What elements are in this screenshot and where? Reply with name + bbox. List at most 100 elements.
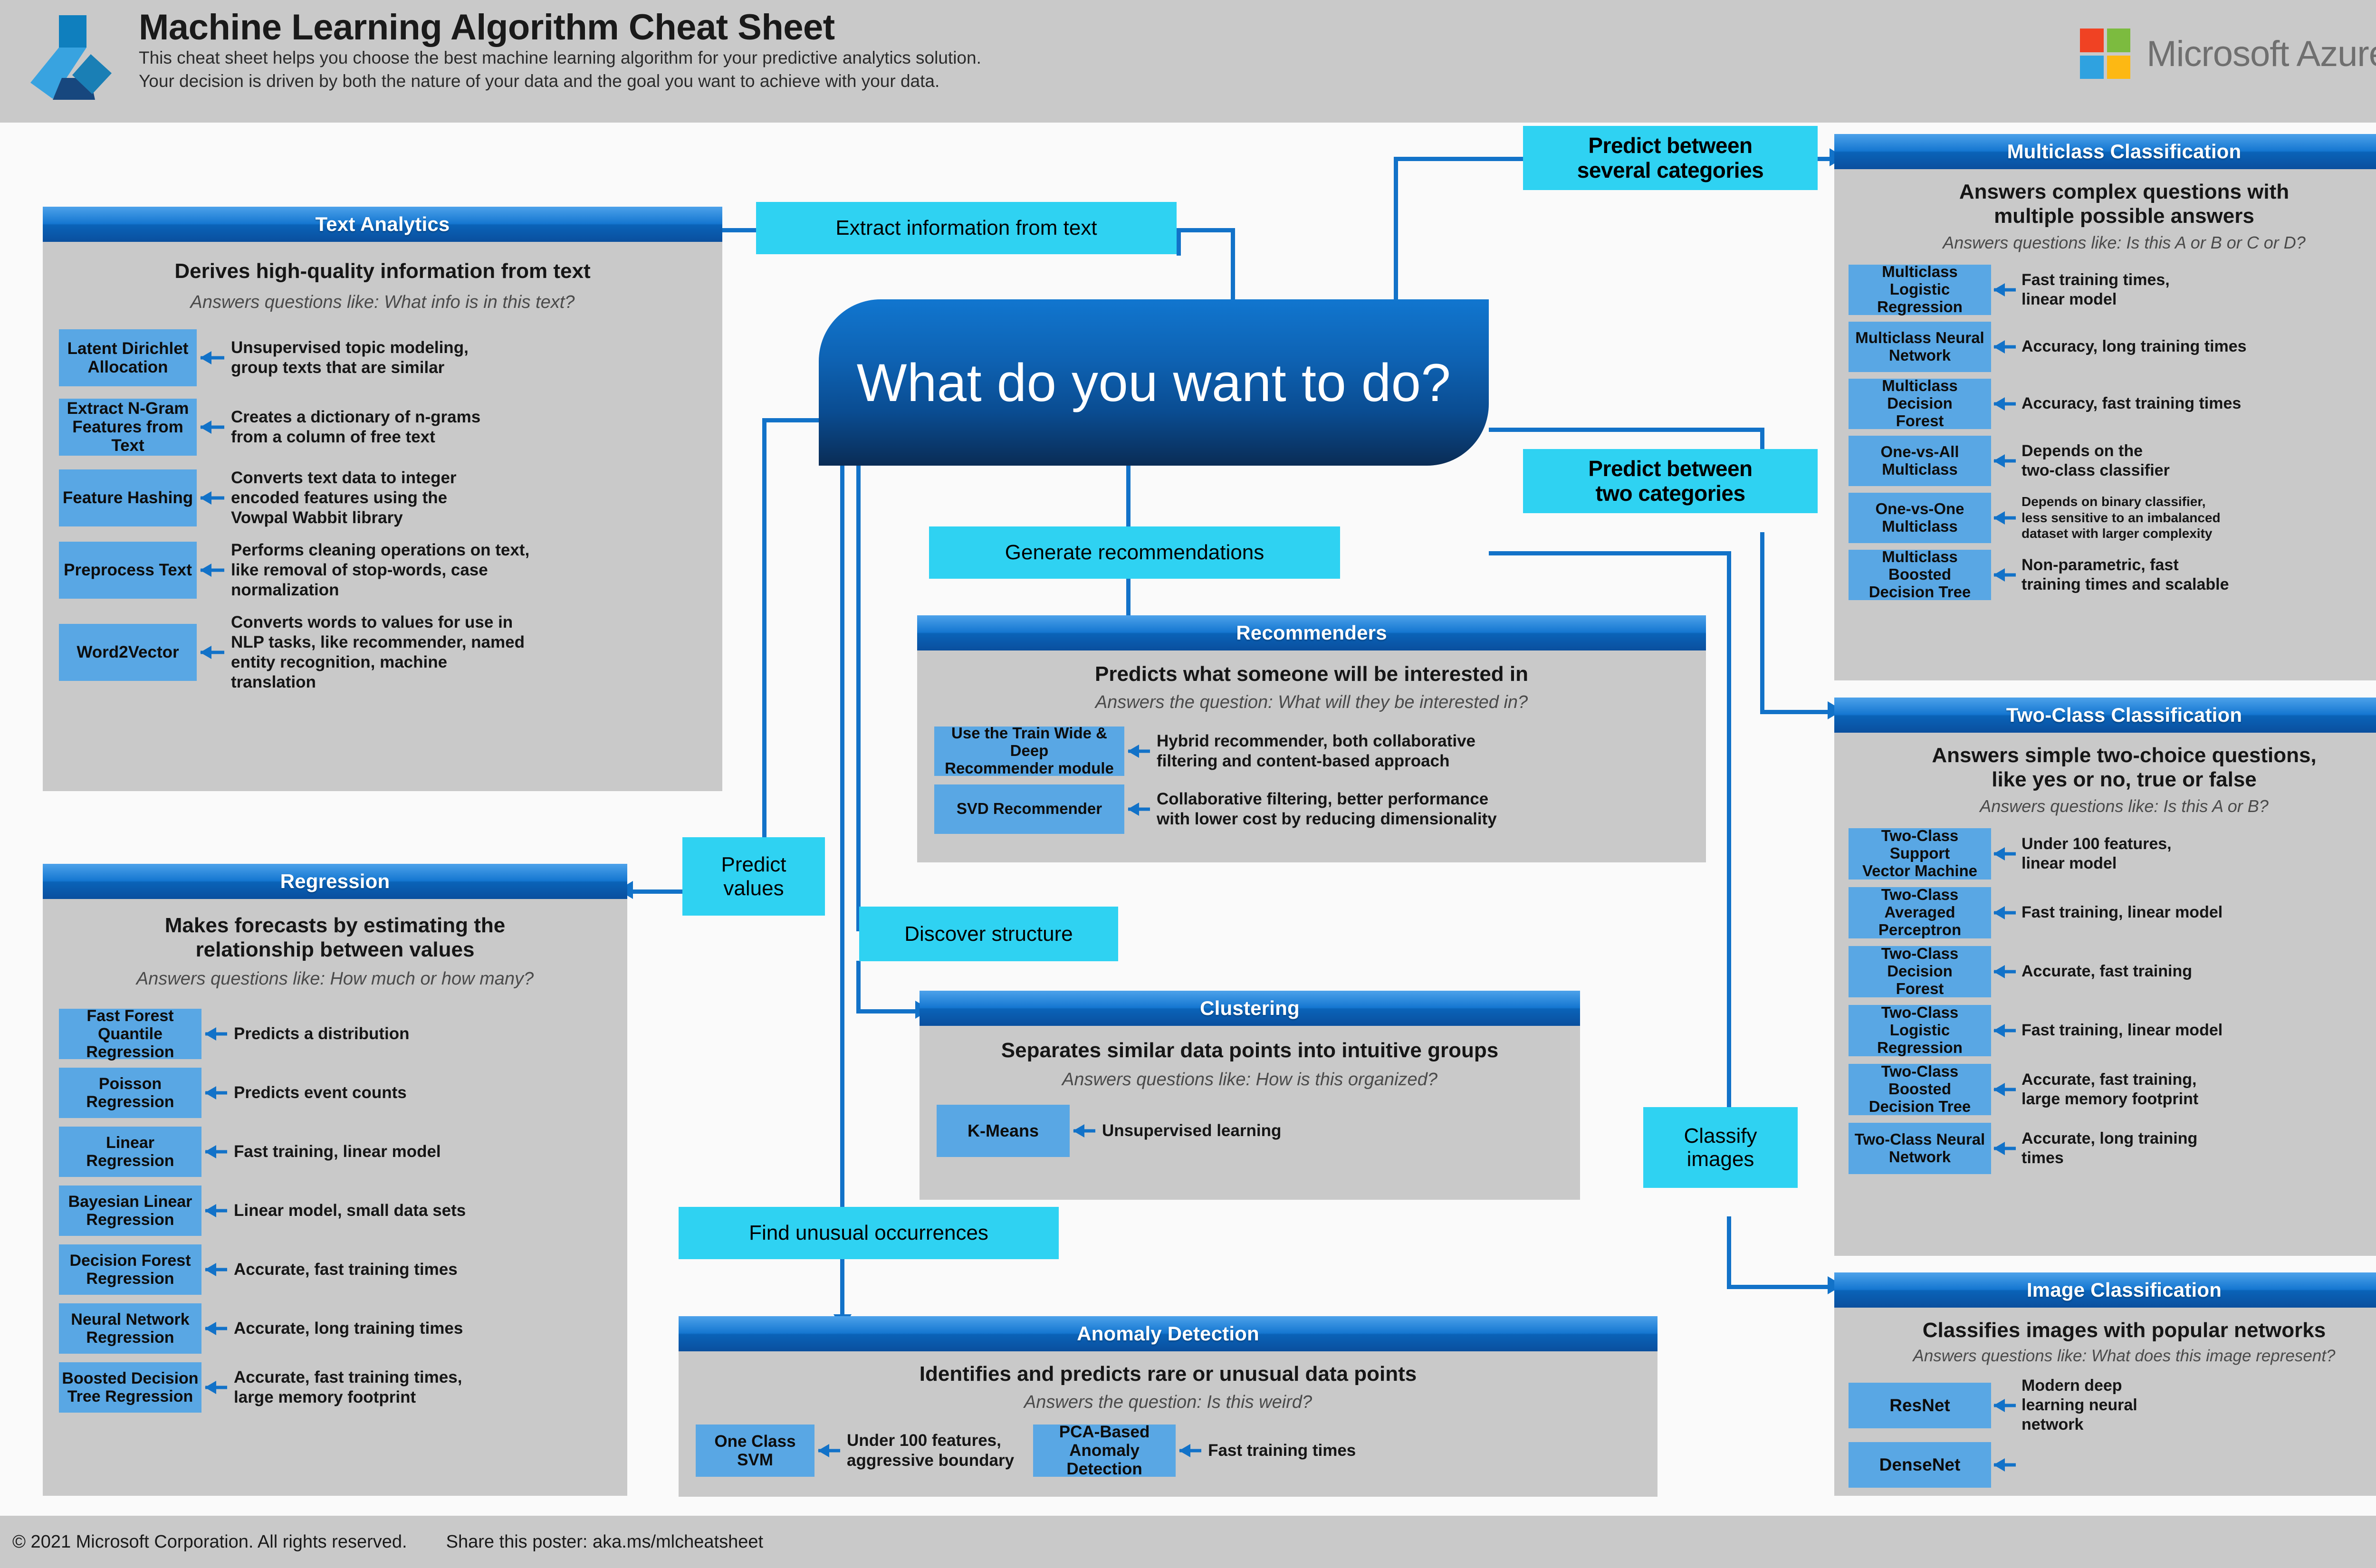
algorithm-row: Word2Vector Converts words to values for…: [43, 612, 722, 692]
hub-question-box[interactable]: What do you want to do?: [819, 299, 1489, 466]
algorithm-row: Poisson Regression Predicts event counts: [43, 1067, 627, 1118]
algorithm-box[interactable]: Feature Hashing: [59, 469, 197, 526]
panel-question: Answers questions like: Is this A or B o…: [1943, 233, 2306, 253]
decision-predict-values[interactable]: Predict values: [682, 837, 825, 916]
connector-unusual-to-anomaly-v: [840, 1259, 844, 1326]
panel-two-class-classification: Two-Class Classification Answers simple …: [1834, 698, 2376, 1256]
algorithm-name: One-vs-One Multiclass: [1875, 499, 1964, 535]
panel-recommenders: Recommenders Predicts what someone will …: [917, 615, 1706, 862]
algorithm-box[interactable]: PCA-Based Anomaly Detection: [1033, 1423, 1176, 1478]
connector-extract-text-to-textanalytics: [717, 228, 764, 232]
algorithm-box[interactable]: Multiclass Boosted Decision Tree: [1849, 548, 1991, 601]
page-footer: © 2021 Microsoft Corporation. All rights…: [0, 1516, 2376, 1568]
decision-extract-information-from-text[interactable]: Extract information from text: [756, 202, 1177, 254]
algorithm-box[interactable]: One-vs-All Multiclass: [1849, 435, 1991, 486]
connector-hub-to-classify-h: [1489, 551, 1731, 555]
decision-discover-structure[interactable]: Discover structure: [859, 907, 1118, 961]
algorithm-note: Accurate, fast training: [2022, 962, 2192, 981]
algorithm-box[interactable]: K-Means: [937, 1104, 1070, 1157]
algorithm-name: Multiclass Decision Forest: [1882, 377, 1958, 430]
algorithm-box[interactable]: Boosted Decision Tree Regression: [59, 1362, 201, 1413]
algorithm-box[interactable]: Neural Network Regression: [59, 1303, 201, 1354]
algorithm-box[interactable]: Multiclass Logistic Regression: [1849, 263, 1991, 316]
algorithm-row: Latent Dirichlet Allocation Unsupervised…: [43, 329, 722, 386]
algorithm-box[interactable]: Use the Train Wide & Deep Recommender mo…: [934, 724, 1124, 777]
algorithm-box[interactable]: One Class SVM: [696, 1424, 814, 1477]
algorithm-name: Two-Class Decision Forest: [1881, 945, 1959, 998]
panel-title: Anomaly Detection: [1077, 1322, 1259, 1345]
algorithm-box[interactable]: Two-Class Support Vector Machine: [1849, 827, 1991, 880]
algorithm-note: Under 100 features, aggressive boundary: [847, 1431, 1015, 1470]
connector-two-down-2: [1760, 532, 1764, 713]
algorithm-box[interactable]: Preprocess Text: [59, 541, 197, 599]
algorithm-box[interactable]: Two-Class Averaged Perceptron: [1849, 886, 1991, 938]
arrow-icon: [1994, 1403, 2016, 1408]
algorithm-note: Accurate, long training times: [2022, 1129, 2198, 1167]
algorithm-box[interactable]: Fast Forest Quantile Regression: [59, 1007, 201, 1061]
decision-predict-between-several-categories[interactable]: Predict between several categories: [1523, 126, 1818, 190]
panel-description: Makes forecasts by estimating the relati…: [164, 914, 506, 962]
algorithm-box[interactable]: One-vs-One Multiclass: [1849, 492, 1991, 543]
algorithm-row: SVD Recommender Collaborative filtering,…: [917, 784, 1706, 834]
algorithm-box[interactable]: SVD Recommender: [934, 784, 1124, 834]
connector-hub-to-recs-v: [1126, 466, 1131, 530]
algorithm-note: Accurate, fast training times: [234, 1260, 458, 1279]
algorithm-box[interactable]: Poisson Regression: [59, 1067, 201, 1118]
decision-find-unusual-occurrences[interactable]: Find unusual occurrences: [679, 1207, 1059, 1259]
footer-copyright: © 2021 Microsoft Corporation. All rights…: [12, 1531, 407, 1552]
algorithm-name: K-Means: [967, 1120, 1039, 1140]
algorithm-box[interactable]: Two-Class Logistic Regression: [1849, 1004, 1991, 1056]
algorithm-box[interactable]: Two-Class Neural Network: [1849, 1122, 1991, 1174]
algorithm-name: Neural Network Regression: [71, 1310, 190, 1347]
algorithm-box[interactable]: Multiclass Decision Forest: [1849, 377, 1991, 430]
connector-hub-to-unusual-v: [840, 466, 844, 1216]
panel-header: Clustering: [920, 991, 1580, 1026]
panel-title: Multiclass Classification: [2007, 140, 2242, 163]
algorithm-name: Word2Vector: [77, 643, 179, 662]
decision-generate-recommendations[interactable]: Generate recommendations: [929, 526, 1340, 579]
algorithm-note: Creates a dictionary of n-grams from a c…: [231, 407, 481, 446]
panel-title: Regression: [280, 870, 390, 892]
algorithm-box[interactable]: DenseNet: [1849, 1442, 1991, 1488]
algorithm-box[interactable]: Extract N-Gram Features from Text: [59, 398, 197, 456]
algorithm-box[interactable]: ResNet: [1849, 1382, 1991, 1428]
decision-predict-between-two-categories[interactable]: Predict between two categories: [1523, 449, 1818, 513]
panel-text-analytics: Text Analytics Derives high-quality info…: [43, 207, 722, 791]
panel-multiclass-classification: Multiclass Classification Answers comple…: [1834, 134, 2376, 680]
algorithm-name: SVD Recommender: [956, 800, 1102, 818]
connector-corner-extract-text: [1177, 228, 1234, 256]
algorithm-note: Accurate, fast training, large memory fo…: [2022, 1070, 2199, 1108]
decision-classify-images[interactable]: Classify images: [1643, 1107, 1798, 1188]
panel-description: Separates similar data points into intui…: [1001, 1039, 1499, 1062]
panel-question: Answers questions like: How much or how …: [136, 969, 534, 989]
algorithm-box[interactable]: Multiclass Neural Network: [1849, 321, 1991, 372]
algorithm-name: Bayesian Linear Regression: [68, 1192, 192, 1229]
arrow-icon: [1994, 1028, 2016, 1033]
connector-predictvalues-to-regression: [632, 889, 689, 894]
decision-label: Extract information from text: [835, 216, 1097, 240]
footer-share-link[interactable]: Share this poster: aka.ms/mlcheatsheet: [446, 1531, 764, 1552]
algorithm-box[interactable]: Bayesian Linear Regression: [59, 1185, 201, 1236]
connector-classify-v-top: [1727, 551, 1731, 1107]
algorithm-row: Two-Class Logistic Regression Fast train…: [1834, 1004, 2376, 1056]
algorithm-box[interactable]: Two-Class Decision Forest: [1849, 945, 1991, 998]
arrow-icon: [1994, 969, 2016, 974]
algorithm-box[interactable]: Decision Forest Regression: [59, 1244, 201, 1295]
algorithm-name: Multiclass Boosted Decision Tree: [1868, 548, 1971, 601]
algorithm-row: ResNet Modern deep learning neural netwo…: [1834, 1376, 2376, 1434]
decision-label: Discover structure: [904, 922, 1073, 946]
panel-question: Answers the question: What will they be …: [1095, 692, 1528, 713]
algorithm-row: Decision Forest Regression Accurate, fas…: [43, 1244, 627, 1295]
connector-hub-to-several-h: [1394, 157, 1541, 161]
arrow-icon: [1994, 910, 2016, 915]
decision-label: Classify images: [1684, 1124, 1757, 1171]
algorithm-box[interactable]: Linear Regression: [59, 1126, 201, 1177]
algorithm-name: Boosted Decision Tree Regression: [62, 1369, 199, 1405]
panel-header: Recommenders: [917, 615, 1706, 650]
connector-hub-to-two-h: [1489, 428, 1764, 432]
algorithm-box[interactable]: Latent Dirichlet Allocation: [59, 329, 197, 386]
decision-label: Predict between two categories: [1588, 456, 1753, 506]
algorithm-box[interactable]: Word2Vector: [59, 623, 197, 681]
panel-title: Clustering: [1200, 997, 1300, 1019]
algorithm-box[interactable]: Two-Class Boosted Decision Tree: [1849, 1062, 1991, 1115]
